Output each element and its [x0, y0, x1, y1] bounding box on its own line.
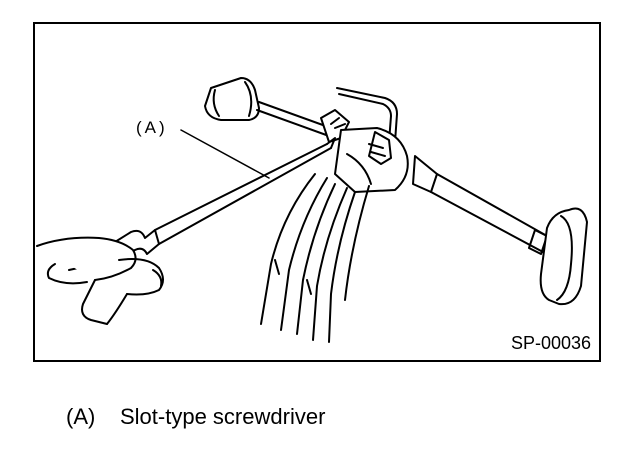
- lever-body: [320, 109, 409, 193]
- illustration: [36, 77, 588, 343]
- bent-wire: [336, 87, 398, 143]
- callout-leader: [180, 129, 270, 179]
- figure-code: SP-00036: [510, 333, 591, 353]
- legend-key: (A): [66, 404, 96, 429]
- upper-knob: [204, 77, 332, 137]
- illustration-frame: (A) SP-00036: [33, 22, 601, 362]
- cables: [260, 173, 370, 343]
- callout-label-a: (A): [136, 118, 168, 137]
- hand: [36, 236, 164, 325]
- right-rod-knob: [412, 155, 588, 306]
- legend-item: (A) Slot-type screwdriver: [66, 404, 325, 430]
- legend-text: Slot-type screwdriver: [120, 404, 326, 429]
